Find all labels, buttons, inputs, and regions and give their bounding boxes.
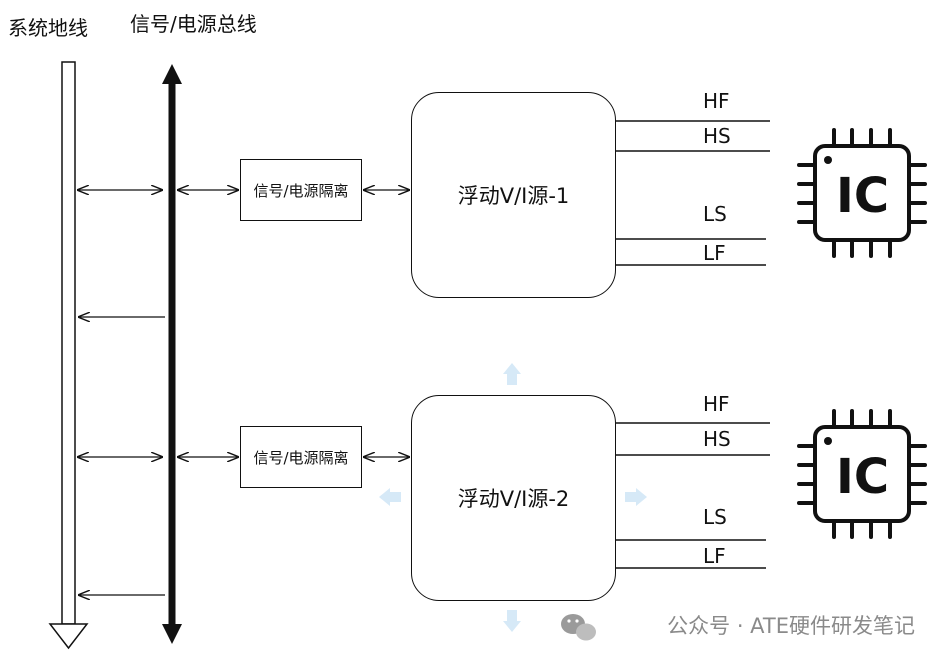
lf-label-1: LF [703,241,726,265]
floating-source-2: 浮动V/I源-2 [411,395,616,601]
floating-source-1: 浮动V/I源-1 [411,92,616,298]
watermark: 公众号 · ATE硬件研发笔记 [667,616,915,637]
hs-label-1: HS [703,124,731,148]
hf-label-2: HF [703,392,730,416]
isolation-box-2-label: 信号/电源隔离 [253,448,349,467]
system-ground-bus-label: 系统地线 [8,16,88,40]
ic-chip-2-icon [797,409,927,539]
ls-label-2: LS [703,505,727,529]
output-lines-1 [616,120,770,266]
isolation-box-1: 信号/电源隔离 [240,159,362,221]
ls-label-1: LS [703,202,727,226]
isolation-box-2: 信号/电源隔离 [240,426,362,488]
lf-label-2: LF [703,544,726,568]
wechat-icon [561,614,596,641]
output-lines-2 [616,422,770,569]
hf-label-1: HF [703,89,730,113]
ic-chip-1-label: IC [836,168,890,224]
ic-chip-1-icon [797,128,927,258]
ic-chip-2-label: IC [836,449,890,505]
signal-power-bus-arrow [162,64,182,644]
isolation-box-1-label: 信号/电源隔离 [253,181,349,200]
watermark-text: 公众号 · ATE硬件研发笔记 [667,614,915,638]
hs-label-2: HS [703,427,731,451]
floating-source-1-label: 浮动V/I源-1 [457,184,570,208]
system-ground-bus-arrow [48,61,89,650]
signal-power-bus-label: 信号/电源总线 [130,12,257,36]
floating-source-2-label: 浮动V/I源-2 [457,487,570,511]
faint-move-arrows [379,363,647,632]
